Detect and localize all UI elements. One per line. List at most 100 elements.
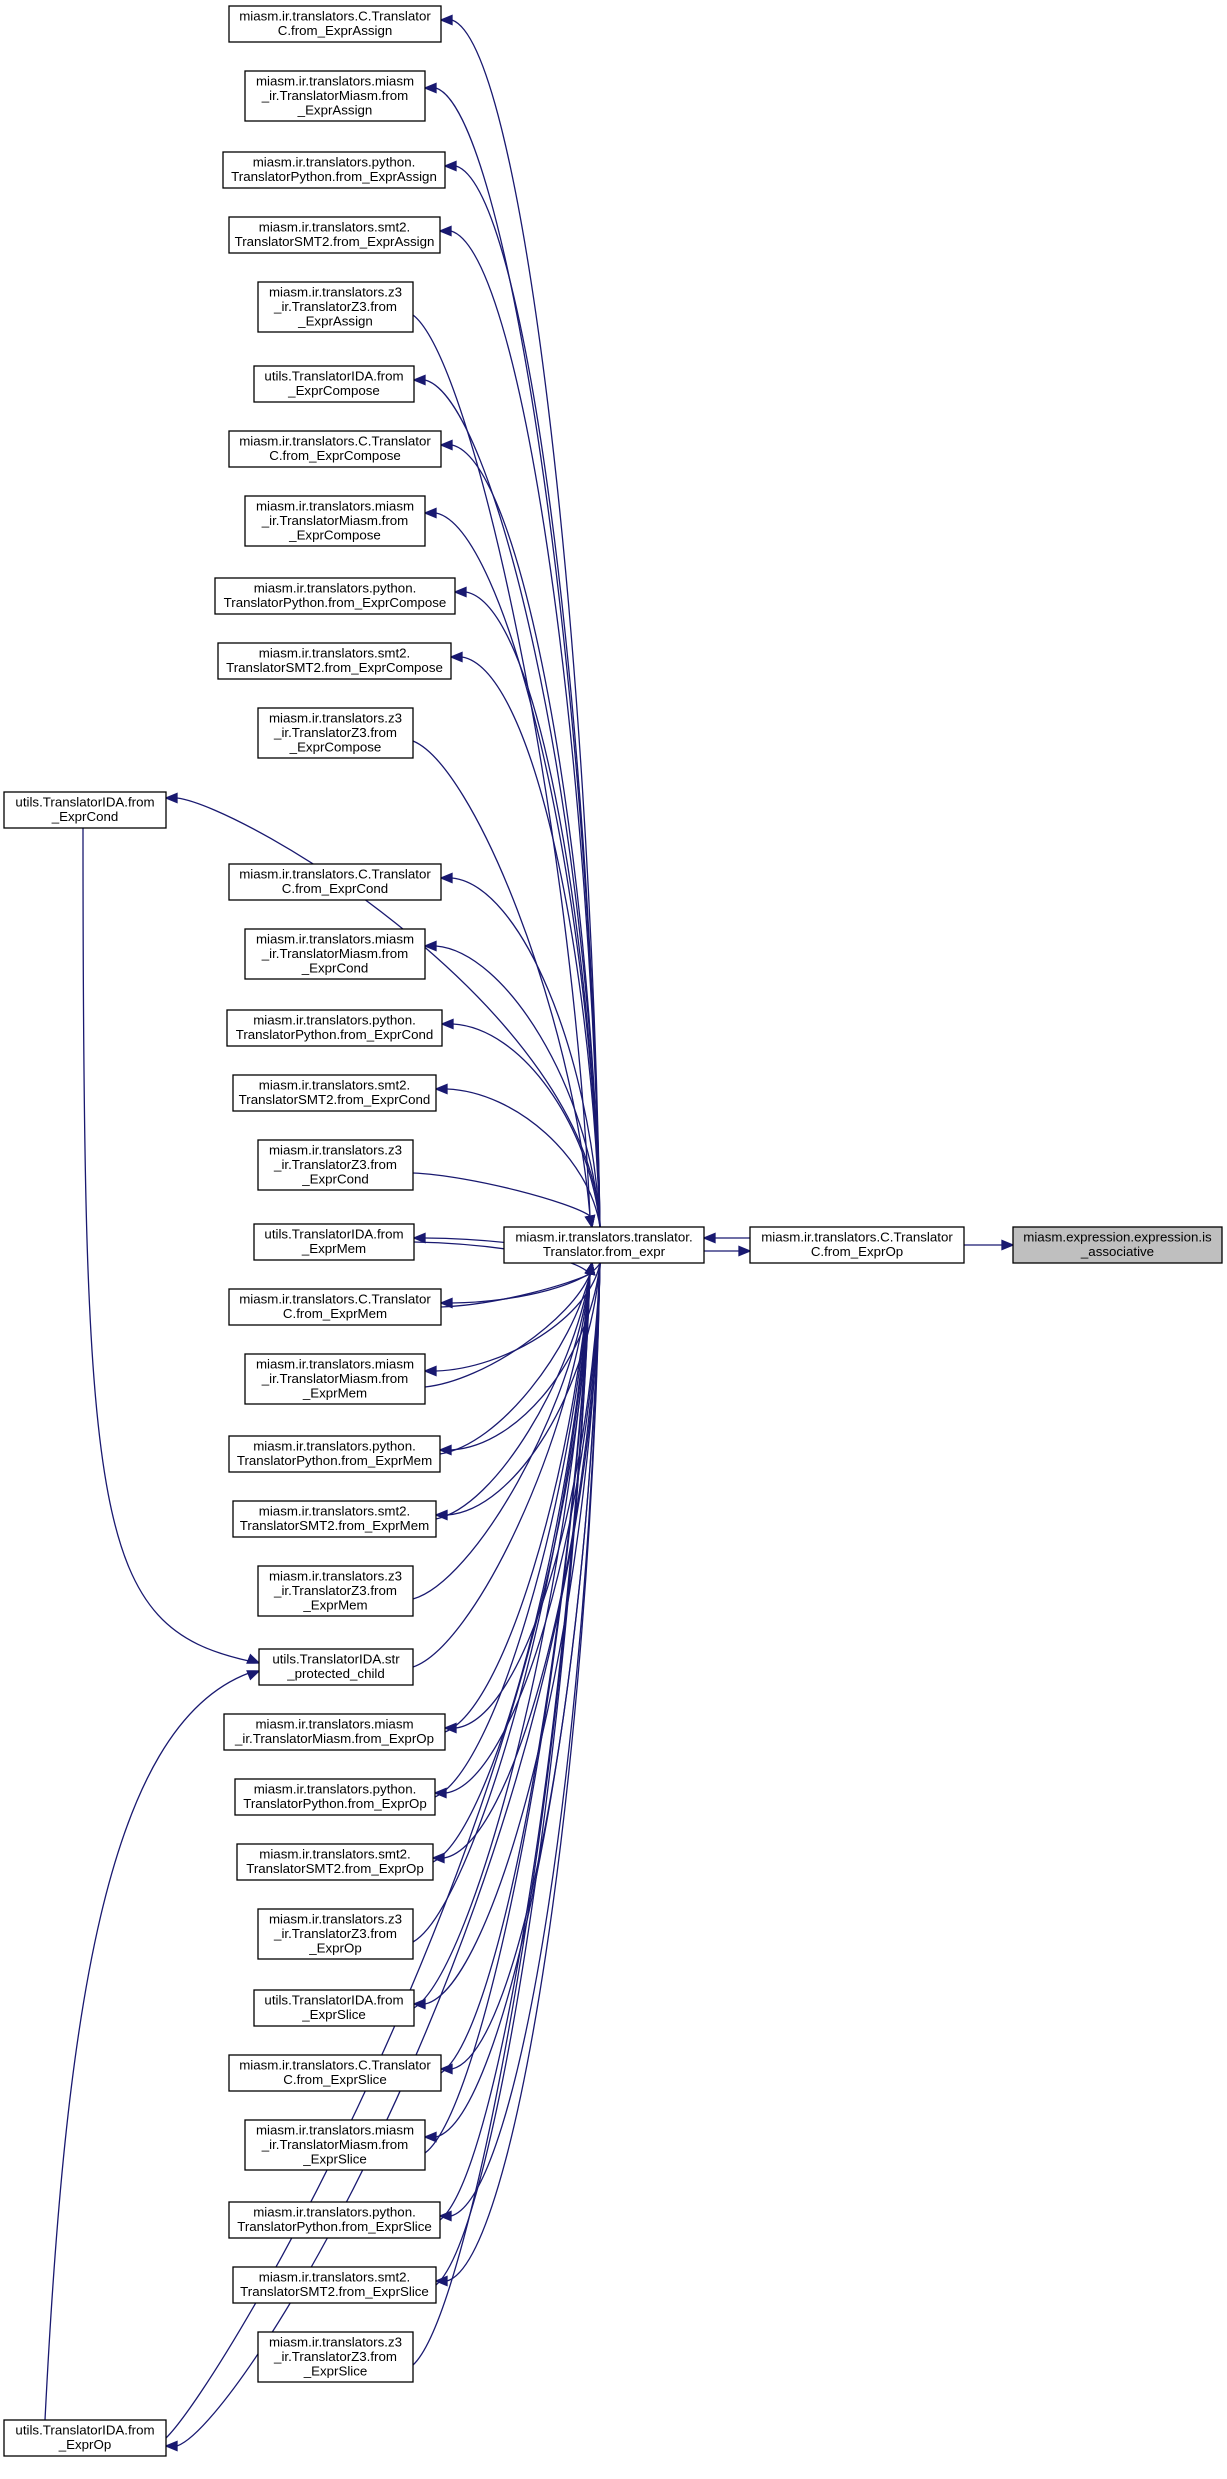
edge-t_expr-to-p_assign [443, 160, 601, 1228]
node-s-assign[interactable]: miasm.ir.translators.smt2.TranslatorSMT2… [228, 216, 441, 254]
node-label-line: miasm.ir.translators.smt2. [259, 1504, 410, 1519]
node-label-line: TranslatorSMT2.from_ExprMem [240, 1518, 429, 1533]
node-label-line: C.from_ExprAssign [278, 23, 393, 38]
node-u-str[interactable]: utils.TranslatorIDA.str_protected_child [258, 1648, 414, 1686]
node-label-line: C.from_ExprSlice [283, 2072, 386, 2087]
node-label-line: miasm.ir.translators.smt2. [259, 2270, 410, 2285]
edge-t_expr-to-m_mem [423, 1262, 601, 1377]
node-label-line: _ExprSlice [303, 2363, 368, 2378]
edge-t_expr-to-u_slice [412, 1262, 601, 2010]
node-c-mem[interactable]: miasm.ir.translators.C.TranslatorC.from_… [228, 1288, 442, 1326]
edge-c_mem-to-t_expr [440, 1261, 596, 1308]
node-label-line: _ir.TranslatorZ3.from [273, 1926, 397, 1941]
node-label-line: miasm.ir.translators.translator. [515, 1230, 692, 1245]
node-label-line: _ExprAssign [297, 102, 373, 117]
node-label-line: Translator.from_expr [543, 1244, 666, 1259]
edge-c_op-to-t_expr [702, 1232, 750, 1244]
node-label-line: _ir.TranslatorMiasm.from [261, 2137, 409, 2152]
node-c-slice[interactable]: miasm.ir.translators.C.TranslatorC.from_… [228, 2054, 442, 2092]
node-p-mem[interactable]: miasm.ir.translators.python.TranslatorPy… [228, 1435, 441, 1473]
node-label-line: miasm.expression.expression.is [1023, 1230, 1212, 1245]
node-label-line: _ir.TranslatorMiasm.from [261, 946, 409, 961]
edge-m_slice-to-t_expr [424, 1261, 596, 2154]
node-label-line: TranslatorPython.from_ExprCompose [224, 595, 447, 610]
node-m-slice[interactable]: miasm.ir.translators.miasm_ir.Translator… [244, 2119, 426, 2171]
edge-u_op-to-t_expr [165, 1261, 596, 2439]
node-label-line: utils.TranslatorIDA.str [272, 1652, 400, 1667]
node-label-line: miasm.ir.translators.z3 [269, 2334, 402, 2349]
node-c-op[interactable]: miasm.ir.translators.C.TranslatorC.from_… [749, 1226, 965, 1264]
node-label-line: miasm.ir.translators.C.Translator [239, 1292, 431, 1307]
node-p-compose[interactable]: miasm.ir.translators.python.TranslatorPy… [214, 577, 456, 615]
node-label-line: _protected_child [286, 1666, 385, 1681]
node-u-compose[interactable]: utils.TranslatorIDA.from_ExprCompose [253, 365, 415, 403]
node-u-slice[interactable]: utils.TranslatorIDA.from_ExprSlice [253, 1989, 415, 2027]
edge-t_expr-to-c_mem [439, 1262, 601, 1309]
node-label-line: miasm.ir.translators.C.Translator [239, 9, 431, 24]
node-label-line: miasm.ir.translators.miasm [256, 73, 414, 88]
node-s-op[interactable]: miasm.ir.translators.smt2.TranslatorSMT2… [236, 1843, 434, 1881]
node-label-line: miasm.ir.translators.python. [253, 1439, 416, 1454]
node-p-op[interactable]: miasm.ir.translators.python.TranslatorPy… [234, 1778, 436, 1816]
node-label-line: _ir.TranslatorZ3.from [273, 1583, 397, 1598]
node-s-slice[interactable]: miasm.ir.translators.smt2.TranslatorSMT2… [232, 2266, 437, 2304]
node-c-cond[interactable]: miasm.ir.translators.C.TranslatorC.from_… [228, 863, 442, 901]
node-label-line: miasm.ir.translators.z3 [269, 284, 402, 299]
node-label-line: miasm.ir.translators.python. [253, 1013, 416, 1028]
node-z-mem[interactable]: miasm.ir.translators.z3_ir.TranslatorZ3.… [257, 1565, 414, 1617]
node-p-slice[interactable]: miasm.ir.translators.python.TranslatorPy… [228, 2201, 441, 2239]
edge-t_expr-to-c_compose [439, 439, 601, 1228]
node-label-line: miasm.ir.translators.z3 [269, 1568, 402, 1583]
node-label-line: utils.TranslatorIDA.from [264, 1993, 403, 2008]
node-s-mem[interactable]: miasm.ir.translators.smt2.TranslatorSMT2… [232, 1500, 437, 1538]
nodes-layer: miasm.expression.expression.is_associati… [3, 5, 1223, 2457]
node-c-assign[interactable]: miasm.ir.translators.C.TranslatorC.from_… [228, 5, 442, 43]
node-label-line: TranslatorPython.from_ExprCond [236, 1027, 434, 1042]
node-label-line: _ir.TranslatorZ3.from [273, 2349, 397, 2364]
node-u-op[interactable]: utils.TranslatorIDA.from_ExprOp [3, 2419, 167, 2457]
edge-t_expr-to-m_slice [423, 1262, 601, 2143]
edge-t_expr-to-s_op [431, 1262, 601, 1864]
node-label-line: _ExprSlice [302, 2151, 367, 2166]
node-m-compose[interactable]: miasm.ir.translators.miasm_ir.Translator… [244, 495, 426, 547]
node-label-line: TranslatorSMT2.from_ExprCond [239, 1092, 431, 1107]
node-m-cond[interactable]: miasm.ir.translators.miasm_ir.Translator… [244, 928, 426, 980]
node-label-line: miasm.ir.translators.smt2. [259, 646, 410, 661]
node-label-line: miasm.ir.translators.smt2. [259, 220, 410, 235]
node-label-line: _ExprCond [51, 809, 119, 824]
node-c-compose[interactable]: miasm.ir.translators.C.TranslatorC.from_… [228, 430, 442, 468]
node-z-op[interactable]: miasm.ir.translators.z3_ir.TranslatorZ3.… [257, 1908, 414, 1960]
node-u-cond[interactable]: utils.TranslatorIDA.from_ExprCond [3, 791, 167, 829]
node-label-line: _ExprAssign [297, 313, 373, 328]
node-label-line: utils.TranslatorIDA.from [15, 795, 154, 810]
node-label-line: miasm.ir.translators.miasm [256, 498, 414, 513]
node-label-line: utils.TranslatorIDA.from [264, 1227, 403, 1242]
node-p-cond[interactable]: miasm.ir.translators.python.TranslatorPy… [226, 1009, 443, 1047]
node-z-compose[interactable]: miasm.ir.translators.z3_ir.TranslatorZ3.… [257, 707, 414, 759]
node-label-line: TranslatorSMT2.from_ExprAssign [235, 234, 435, 249]
node-label-line: miasm.ir.translators.z3 [269, 1911, 402, 1926]
node-label-line: _ExprCond [301, 960, 369, 975]
node-s-compose[interactable]: miasm.ir.translators.smt2.TranslatorSMT2… [217, 642, 452, 680]
node-label-line: miasm.ir.translators.miasm [256, 931, 414, 946]
edge-t_expr-to-m_cond [423, 940, 601, 1228]
node-u-mem[interactable]: utils.TranslatorIDA.from_ExprMem [253, 1223, 415, 1261]
node-z-slice[interactable]: miasm.ir.translators.z3_ir.TranslatorZ3.… [257, 2331, 414, 2383]
node-m-mem[interactable]: miasm.ir.translators.miasm_ir.Translator… [244, 1353, 426, 1405]
node-z-cond[interactable]: miasm.ir.translators.z3_ir.TranslatorZ3.… [257, 1139, 414, 1191]
node-label-line: TranslatorSMT2.from_ExprCompose [226, 660, 443, 675]
node-is-assoc[interactable]: miasm.expression.expression.is_associati… [1012, 1226, 1223, 1264]
node-z-assign[interactable]: miasm.ir.translators.z3_ir.TranslatorZ3.… [257, 281, 414, 333]
node-label-line: _ExprOp [58, 2437, 111, 2452]
node-label-line: miasm.ir.translators.z3 [269, 1142, 402, 1157]
node-s-cond[interactable]: miasm.ir.translators.smt2.TranslatorSMT2… [232, 1074, 437, 1112]
node-p-assign[interactable]: miasm.ir.translators.python.TranslatorPy… [222, 151, 446, 189]
node-label-line: _ir.TranslatorMiasm.from [261, 88, 409, 103]
node-label-line: _ir.TranslatorMiasm.from [261, 513, 409, 528]
node-label-line: miasm.ir.translators.smt2. [259, 1078, 410, 1093]
node-m-assign[interactable]: miasm.ir.translators.miasm_ir.Translator… [244, 70, 426, 122]
node-label-line: miasm.ir.translators.C.Translator [239, 2058, 431, 2073]
edge-p_slice-to-t_expr [439, 1261, 596, 2221]
node-m-op[interactable]: miasm.ir.translators.miasm_ir.Translator… [223, 1713, 446, 1751]
node-t-expr[interactable]: miasm.ir.translators.translator.Translat… [503, 1226, 705, 1264]
